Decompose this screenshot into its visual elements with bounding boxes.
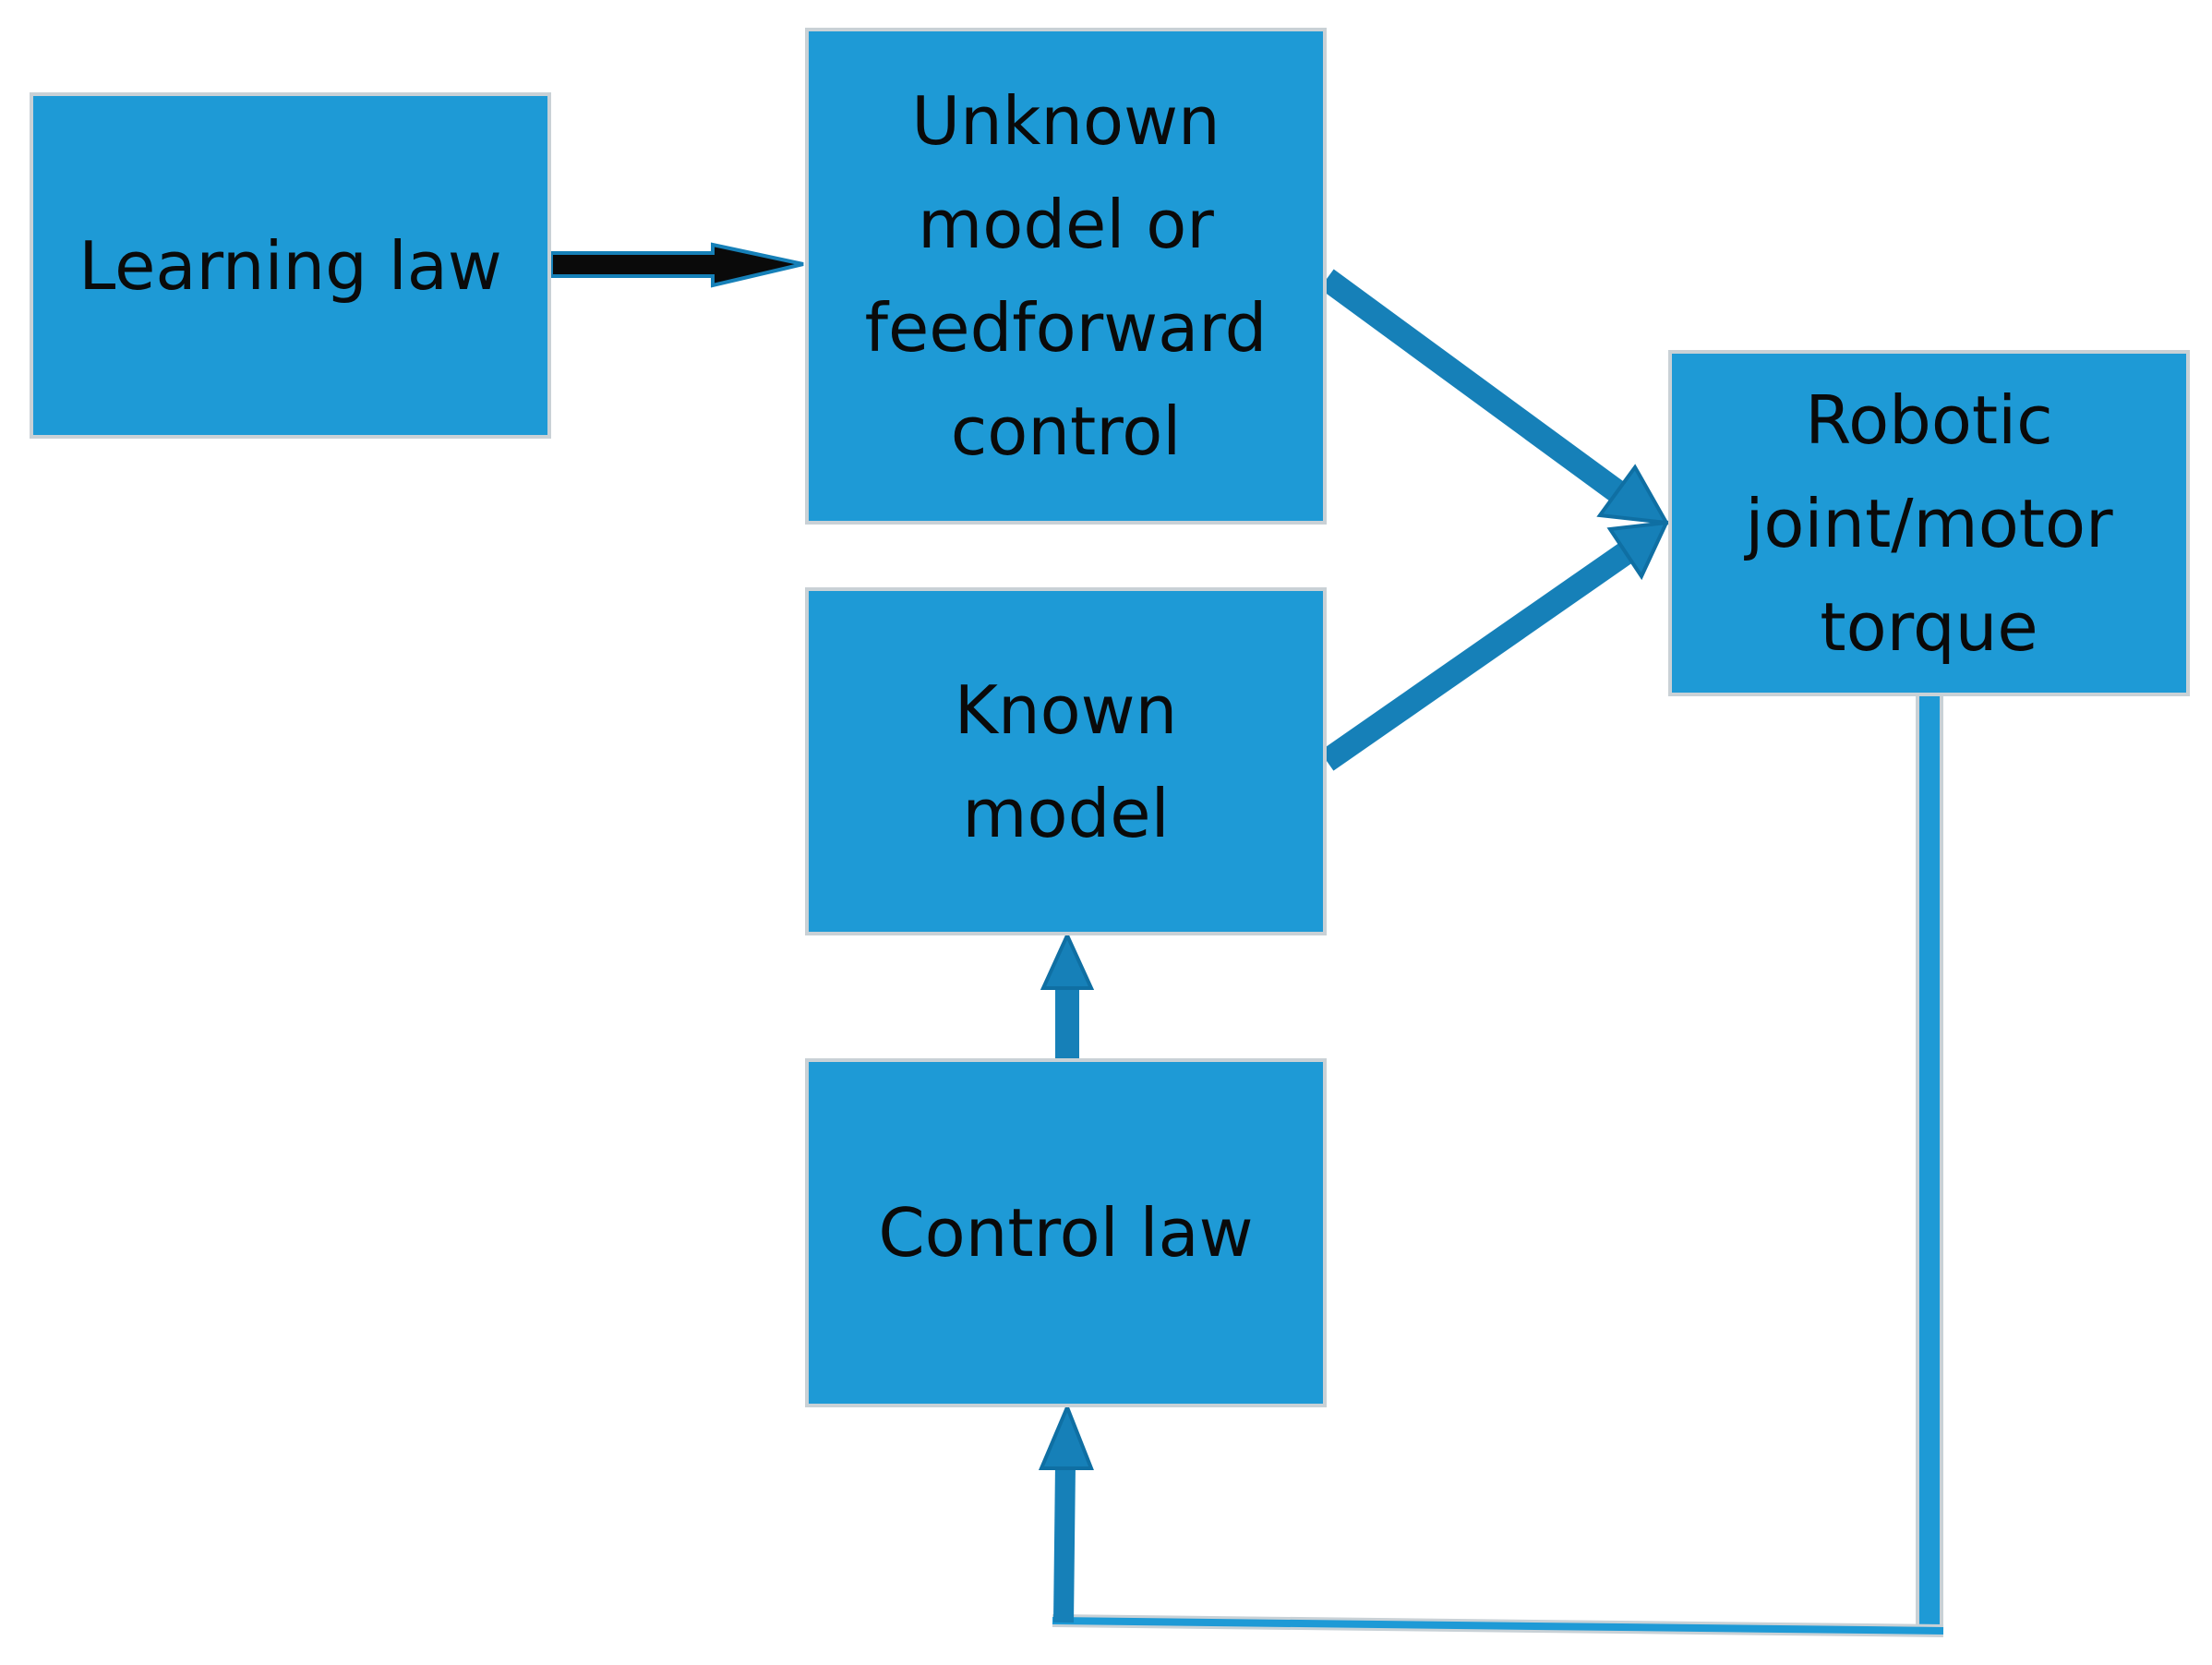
arrow-known-to-robotic bbox=[1319, 520, 1670, 771]
robotic-torque-block: Robotic joint/motor torque bbox=[1668, 350, 2190, 696]
known-model-block: Known model bbox=[805, 587, 1327, 935]
arrow-learning-to-unknown bbox=[549, 242, 804, 288]
arrow-unknown-to-robotic bbox=[1319, 269, 1670, 525]
robotic-torque-label: Robotic joint/motor torque bbox=[1745, 380, 2113, 666]
known-model-label: Known model bbox=[954, 670, 1178, 852]
unknown-model-block: Unknown model or feedforward control bbox=[805, 28, 1327, 525]
feedback-loop-arrow bbox=[1038, 696, 1944, 1637]
learning-law-block: Learning law bbox=[30, 92, 551, 439]
control-law-block: Control law bbox=[805, 1058, 1327, 1407]
arrow-control-to-known bbox=[1040, 931, 1095, 1058]
control-law-label: Control law bbox=[878, 1194, 1254, 1272]
learning-law-label: Learning law bbox=[78, 226, 502, 305]
unknown-model-label: Unknown model or feedforward control bbox=[864, 82, 1268, 470]
